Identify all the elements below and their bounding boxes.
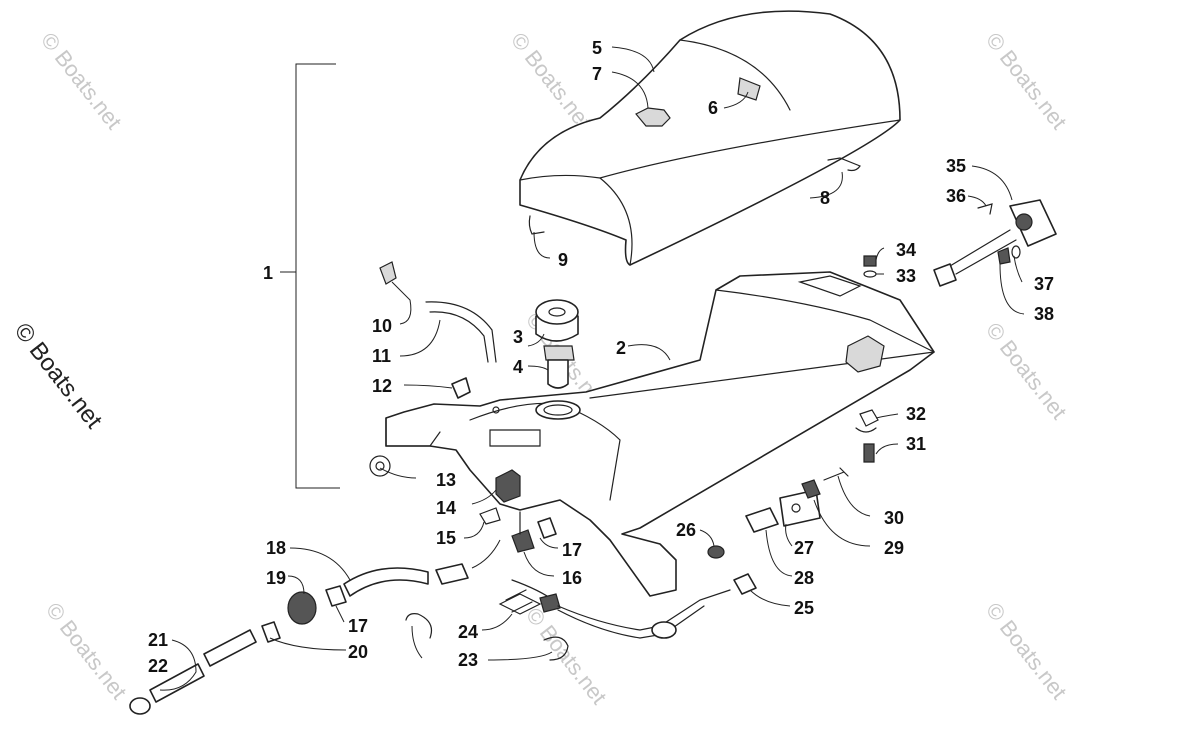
- part-label-34: 34: [896, 240, 916, 260]
- part-label-11: 11: [372, 346, 391, 366]
- part-labels: 1 2 3 4 5 6 7 8 9 10 11 12 13 14 15 16 1…: [148, 38, 1054, 676]
- part-label-32: 32: [906, 404, 926, 424]
- part-label-18: 18: [266, 538, 286, 558]
- cable-drawing: [405, 545, 757, 661]
- part-label-3: 3: [513, 327, 523, 347]
- part-label-37: 37: [1034, 274, 1054, 294]
- part-label-4: 4: [513, 357, 523, 377]
- part-label-22: 22: [148, 656, 168, 676]
- part-label-1: 1: [263, 263, 273, 283]
- part-label-6: 6: [708, 98, 718, 118]
- part-label-29: 29: [884, 538, 904, 558]
- part-label-38: 38: [1034, 304, 1054, 324]
- part-label-12: 12: [372, 376, 392, 396]
- part-label-25: 25: [794, 598, 814, 618]
- part-label-23: 23: [458, 650, 478, 670]
- key-switch-drawing: [933, 199, 1057, 287]
- fuel-line-drawing: [129, 539, 501, 715]
- part-label-8: 8: [820, 188, 830, 208]
- part-label-7: 7: [592, 64, 602, 84]
- watermark: © Boats.net: [981, 318, 1072, 424]
- watermark: © Boats.net: [36, 28, 127, 134]
- part-label-14: 14: [436, 498, 456, 518]
- fuel-cap-drawing: [535, 299, 579, 389]
- watermark: © Boats.net: [506, 28, 597, 134]
- part-label-20: 20: [348, 642, 368, 662]
- part-label-17: 17: [348, 616, 368, 636]
- part-label-27: 27: [794, 538, 814, 558]
- switch-drawing: [745, 467, 849, 533]
- part-label-5: 5: [592, 38, 602, 58]
- part-label-35: 35: [946, 156, 966, 176]
- watermark: © Boats.net: [981, 28, 1072, 134]
- part-label-36: 36: [946, 186, 966, 206]
- part-label-30: 30: [884, 508, 904, 528]
- leader-lines: [159, 46, 1025, 691]
- part-label-2: 2: [616, 338, 626, 358]
- part-label-33: 33: [896, 266, 916, 286]
- part-label-24: 24: [458, 622, 478, 642]
- part-label-9: 9: [558, 250, 568, 270]
- small-parts: [379, 255, 879, 553]
- part-label-10: 10: [372, 316, 392, 336]
- part-label-28: 28: [794, 568, 814, 588]
- assembly-bracket: [295, 63, 340, 489]
- part-label-15: 15: [436, 528, 456, 548]
- part-label-17: 17: [562, 540, 582, 560]
- watermark: © Boats.net: [521, 603, 612, 709]
- part-label-31: 31: [906, 434, 926, 454]
- seat-drawing: [519, 10, 901, 266]
- fuel-tank-drawing: [369, 271, 935, 597]
- part-label-13: 13: [436, 470, 456, 490]
- watermark: © Boats.net: [981, 598, 1072, 704]
- watermark: © Boats.net: [41, 598, 132, 704]
- part-label-21: 21: [148, 630, 168, 650]
- part-label-26: 26: [676, 520, 696, 540]
- part-label-19: 19: [266, 568, 286, 588]
- part-label-16: 16: [562, 568, 582, 588]
